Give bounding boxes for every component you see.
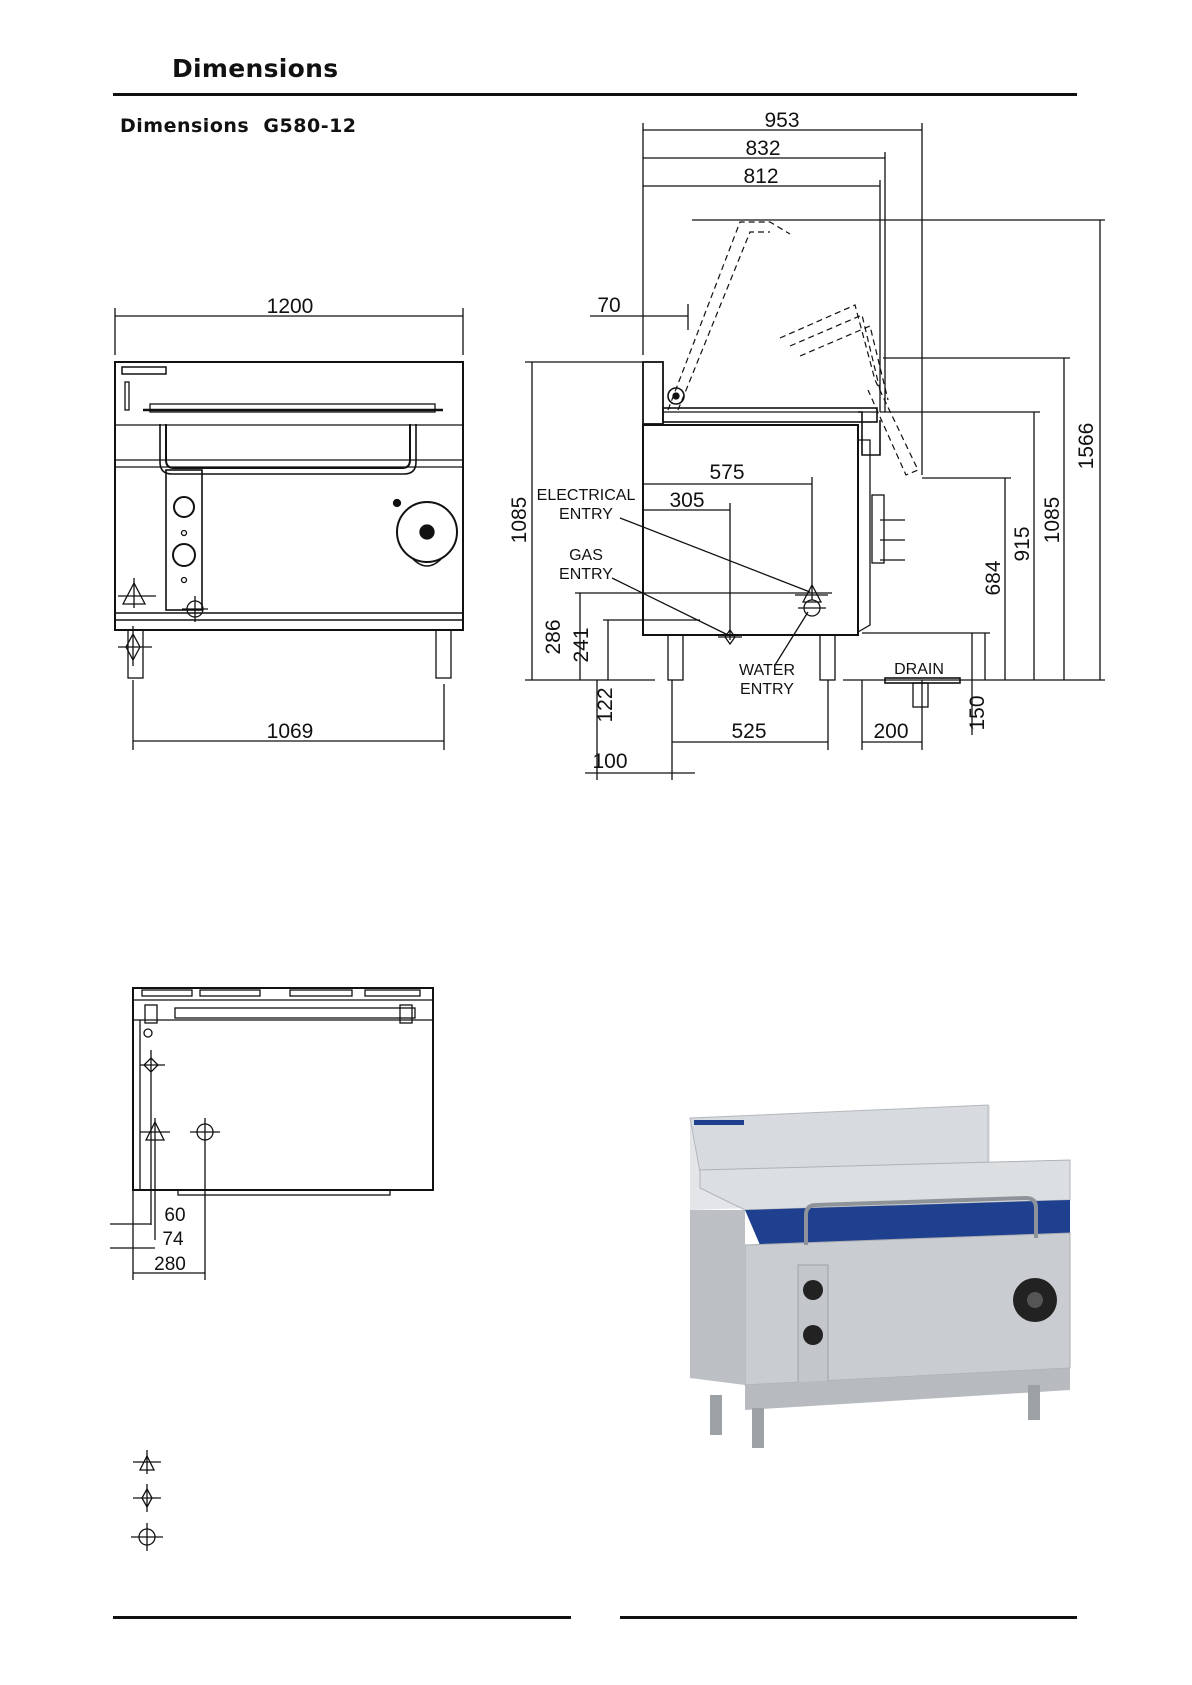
electrical-entry-label-2: ENTRY (559, 506, 613, 523)
gas-entry-label-2: ENTRY (559, 566, 613, 583)
dim-1085-right: 1085 (1041, 497, 1064, 544)
dim-575: 575 (709, 461, 744, 484)
dim-812: 812 (743, 165, 778, 188)
dim-60: 60 (164, 1205, 185, 1226)
dim-525: 525 (731, 720, 766, 743)
dim-1566: 1566 (1075, 423, 1098, 470)
electrical-entry-label-1: ELECTRICAL (537, 487, 636, 504)
side-view-drawing (525, 123, 1105, 780)
dim-684: 684 (982, 560, 1005, 595)
product-photo (690, 1105, 1070, 1448)
dim-122: 122 (594, 687, 617, 722)
dim-150: 150 (966, 695, 989, 730)
legend-symbols (131, 1450, 163, 1551)
dim-100: 100 (592, 750, 627, 773)
gas-entry-label-1: GAS (569, 547, 603, 564)
dim-286: 286 (542, 619, 565, 654)
water-entry-label-1: WATER (739, 662, 795, 679)
dim-832: 832 (745, 137, 780, 160)
drain-label: DRAIN (894, 661, 944, 678)
dim-1200: 1200 (267, 295, 314, 318)
dim-915: 915 (1011, 526, 1034, 561)
plan-view-drawing (110, 988, 433, 1280)
water-entry-label-2: ENTRY (740, 681, 794, 698)
dim-953: 953 (764, 109, 799, 132)
dim-70: 70 (597, 294, 620, 317)
front-view-drawing (115, 308, 463, 750)
dim-1069: 1069 (267, 720, 314, 743)
dim-74: 74 (162, 1229, 184, 1250)
footer-rule-left (113, 1616, 571, 1619)
dim-305: 305 (669, 489, 704, 512)
dim-241: 241 (570, 627, 593, 662)
dim-280: 280 (154, 1254, 186, 1275)
footer-rule-right (620, 1616, 1077, 1619)
dim-1085-left: 1085 (508, 497, 531, 544)
dim-200: 200 (873, 720, 908, 743)
